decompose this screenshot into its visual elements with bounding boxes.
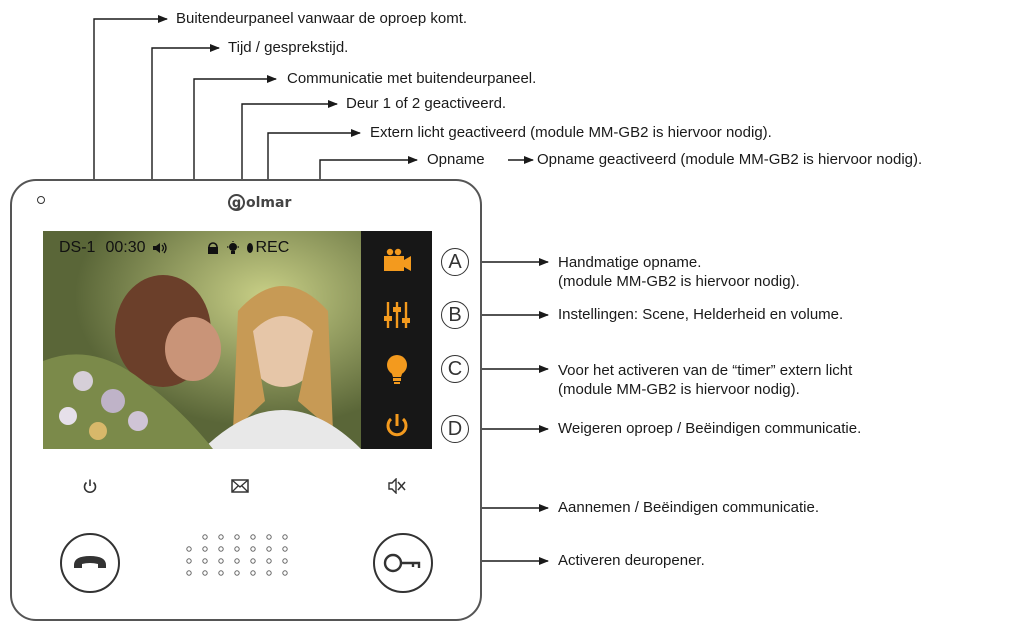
power-status-icon: [83, 479, 97, 494]
speaker-hole: [234, 546, 240, 552]
callout-door: Deur 1 of 2 geactiveerd.: [346, 95, 507, 112]
speaker-hole: [218, 570, 224, 576]
speaker-hole: [282, 558, 288, 564]
speaker-hole: [218, 534, 224, 540]
callout-answer: Aannemen / Beëindigen communicatie.: [558, 499, 819, 516]
light-icon: [226, 241, 239, 254]
callout-record-active: Opname geactiveerd (module MM-GB2 is hie…: [537, 151, 923, 168]
envelope-icon: [231, 479, 249, 493]
door-icon: [207, 242, 218, 254]
speaker-hole: [250, 534, 256, 540]
speaker-hole: [234, 534, 240, 540]
callout-a: Handmatige opname. (module MM-GB2 is hie…: [558, 253, 800, 291]
callout-b: Instellingen: Scene, Helderheid en volum…: [558, 306, 844, 323]
status-led: [37, 196, 45, 204]
callout-light: Extern licht geactiveerd (module MM-GB2 …: [370, 124, 772, 141]
handset-icon: [74, 556, 106, 568]
speaker-hole: [282, 546, 288, 552]
speaker-hole: [202, 534, 208, 540]
speaker-grille: [186, 534, 288, 576]
camera-record-icon[interactable]: [381, 245, 413, 277]
speaker-hole: [186, 546, 192, 552]
screen-sidebar: [361, 231, 432, 449]
button-a[interactable]: A: [441, 248, 469, 276]
callout-a-line2: (module MM-GB2 is hiervoor nodig).: [558, 273, 800, 290]
button-b[interactable]: B: [441, 301, 469, 329]
speaker-hole: [202, 558, 208, 564]
logo-text: olmar: [246, 195, 292, 211]
speaker-hole: [202, 546, 208, 552]
video-screen: DS-1 00:30 REC: [43, 231, 432, 449]
mute-icon: [388, 478, 406, 494]
speaker-hole: [266, 546, 272, 552]
callout-d: Weigeren oproep / Beëindigen communicati…: [558, 420, 862, 437]
speaker-hole: [266, 534, 272, 540]
speaker-hole: [186, 570, 192, 576]
status-panel: DS-1: [59, 239, 96, 256]
record-dot-icon: [246, 243, 253, 253]
door-open-button[interactable]: [373, 533, 433, 593]
status-bar: DS-1 00:30 REC: [59, 239, 289, 257]
key-icon: [383, 553, 421, 573]
speaker-hole: [186, 558, 192, 564]
callout-c-line1: Voor het activeren van de “timer” extern…: [558, 362, 853, 379]
callout-door-panel: Buitendeurpaneel vanwaar de oproep komt.: [176, 10, 468, 27]
status-time: 00:30: [105, 239, 146, 256]
callout-door-opener: Activeren deuropener.: [558, 552, 705, 569]
speaker-hole: [202, 570, 208, 576]
speaker-icon: [152, 242, 167, 254]
camera-scene: [43, 231, 361, 449]
speaker-hole: [218, 546, 224, 552]
speaker-hole: [234, 558, 240, 564]
speaker-hole: [250, 558, 256, 564]
speaker-hole: [282, 570, 288, 576]
callout-record: Opname: [427, 151, 485, 168]
speaker-hole: [266, 558, 272, 564]
speaker-hole: [250, 546, 256, 552]
logo-initial: g: [228, 194, 245, 211]
callout-communication: Communicatie met buitendeurpaneel.: [287, 70, 537, 87]
speaker-hole: [234, 570, 240, 576]
status-rec: REC: [255, 239, 290, 256]
speaker-hole: [250, 570, 256, 576]
speaker-hole: [266, 570, 272, 576]
sliders-icon[interactable]: [381, 299, 413, 331]
button-d[interactable]: D: [441, 415, 469, 443]
speaker-hole: [218, 558, 224, 564]
speaker-hole: [282, 534, 288, 540]
power-icon[interactable]: [381, 409, 413, 441]
callout-time: Tijd / gesprekstijd.: [228, 39, 349, 56]
button-c[interactable]: C: [441, 355, 469, 383]
callout-a-line1: Handmatige opname.: [558, 254, 702, 271]
bulb-icon[interactable]: [381, 353, 413, 385]
answer-button[interactable]: [60, 533, 120, 593]
callout-c: Voor het activeren van de “timer” extern…: [558, 361, 852, 399]
camera-image: [43, 231, 361, 449]
callout-c-line2: (module MM-GB2 is hiervoor nodig).: [558, 381, 800, 398]
